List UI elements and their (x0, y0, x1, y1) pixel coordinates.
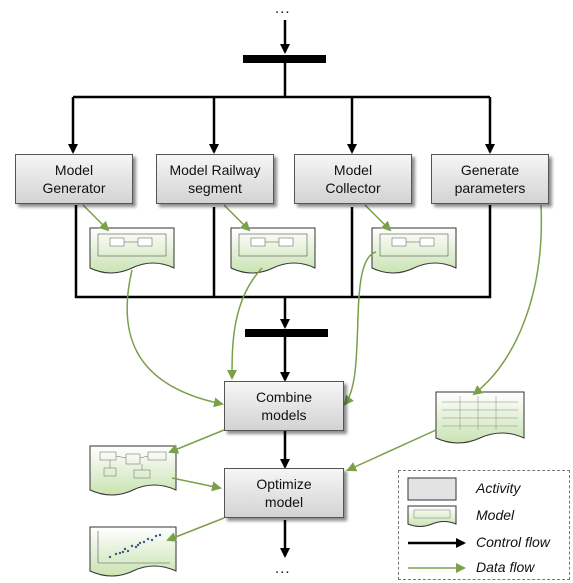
join-bar (245, 329, 328, 337)
parameters-table-document (435, 391, 525, 444)
data-flow-arrow (227, 267, 263, 380)
model-document-1 (89, 227, 175, 274)
data-flow-arrow (364, 204, 392, 232)
legend-activity-swatch (407, 477, 457, 501)
legend-data-flow-label: Data flow (476, 559, 535, 575)
data-flow-arrow (472, 204, 543, 396)
control-flow-line (74, 205, 492, 299)
data-flow-arrow (82, 204, 110, 232)
data-flow-arrow (168, 429, 225, 454)
legend-activity-label: Activity (476, 480, 521, 496)
data-flow-arrow (171, 477, 222, 492)
legend-control-flow-label: Control flow (476, 534, 550, 550)
activity-generate-parameters: Generate parameters (431, 154, 549, 204)
legend (398, 470, 570, 580)
optimization-diagram-document (89, 445, 177, 496)
activity-optimize-model: Optimize model (224, 468, 344, 518)
activity-model-collector: Model Collector (294, 154, 412, 204)
continuation-dots-top: ... (275, 0, 291, 17)
model-document-2 (230, 227, 316, 274)
scatter-plot-document (89, 526, 177, 577)
legend-model-label: Model (476, 507, 515, 523)
activity-model-railway-segment: Model Railway segment (156, 154, 274, 204)
data-flow-arrow (126, 269, 224, 408)
model-document-3 (371, 227, 457, 274)
data-flow-arrow (346, 429, 437, 472)
activity-model-generator: Model Generator (15, 154, 133, 204)
data-flow-arrow (343, 251, 377, 406)
activity-combine-models: Combine models (224, 381, 344, 431)
legend-model-swatch (407, 505, 457, 527)
data-flow-arrow (223, 204, 251, 232)
continuation-dots-bottom: ... (275, 560, 291, 577)
fork-bar (243, 55, 326, 63)
data-flow-arrow (166, 517, 225, 542)
